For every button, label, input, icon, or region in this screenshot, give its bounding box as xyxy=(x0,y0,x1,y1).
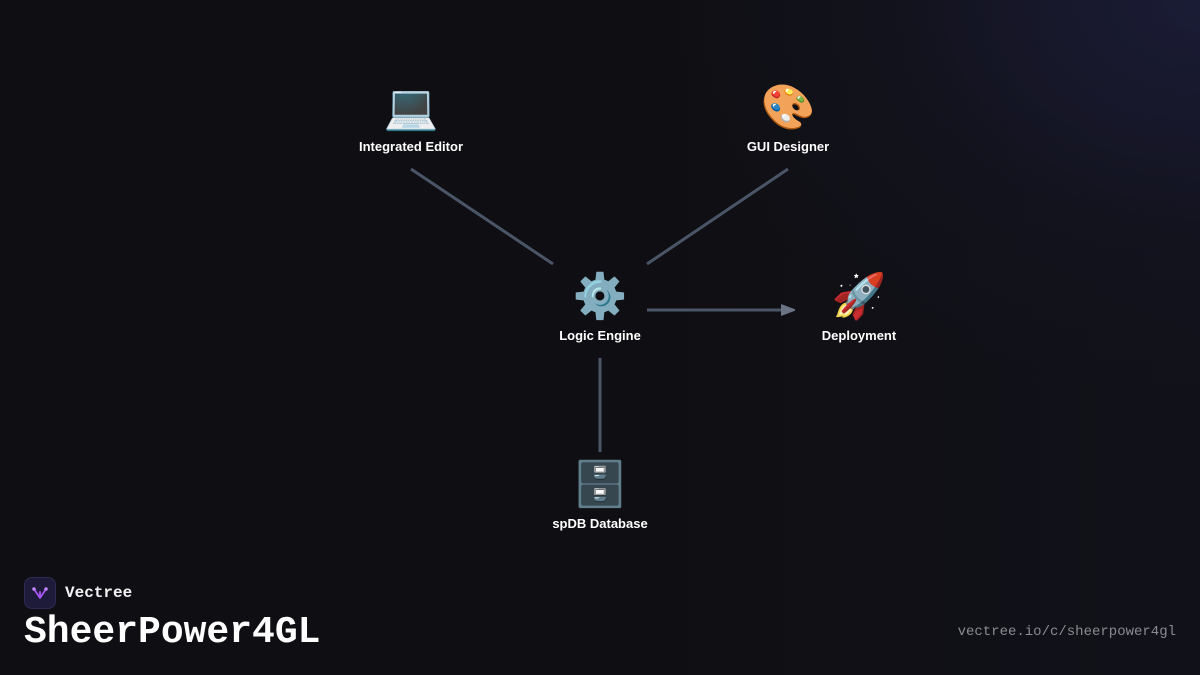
edge-editor-to-logic xyxy=(410,167,554,266)
edge-gui-to-logic xyxy=(646,167,789,266)
node-spdb-database[interactable]: 🗄️ spDB Database xyxy=(552,459,648,532)
node-integrated-editor[interactable]: 💻 Integrated Editor xyxy=(358,82,464,155)
source-url[interactable]: vectree.io/c/sheerpower4gl xyxy=(957,624,1176,640)
brand-name: Vectree xyxy=(65,584,133,602)
vectree-logo-icon xyxy=(24,577,56,609)
file-cabinet-icon: 🗄️ xyxy=(572,459,628,510)
laptop-icon: 💻 xyxy=(383,82,439,133)
node-label: Deployment xyxy=(821,328,897,343)
node-gui-designer[interactable]: 🎨 GUI Designer xyxy=(746,82,830,155)
node-label: Logic Engine xyxy=(559,328,641,343)
node-label: GUI Designer xyxy=(746,139,830,154)
node-label: Integrated Editor xyxy=(358,139,464,154)
node-logic-engine[interactable]: ⚙️ Logic Engine xyxy=(559,271,641,344)
rocket-icon: 🚀 xyxy=(831,271,887,322)
palette-icon: 🎨 xyxy=(760,82,816,133)
node-deployment[interactable]: 🚀 Deployment xyxy=(821,271,897,344)
gear-icon: ⚙️ xyxy=(572,271,628,322)
page-title: SheerPower4GL xyxy=(24,611,321,654)
brand[interactable]: Vectree xyxy=(24,577,132,609)
node-label: spDB Database xyxy=(552,516,648,531)
